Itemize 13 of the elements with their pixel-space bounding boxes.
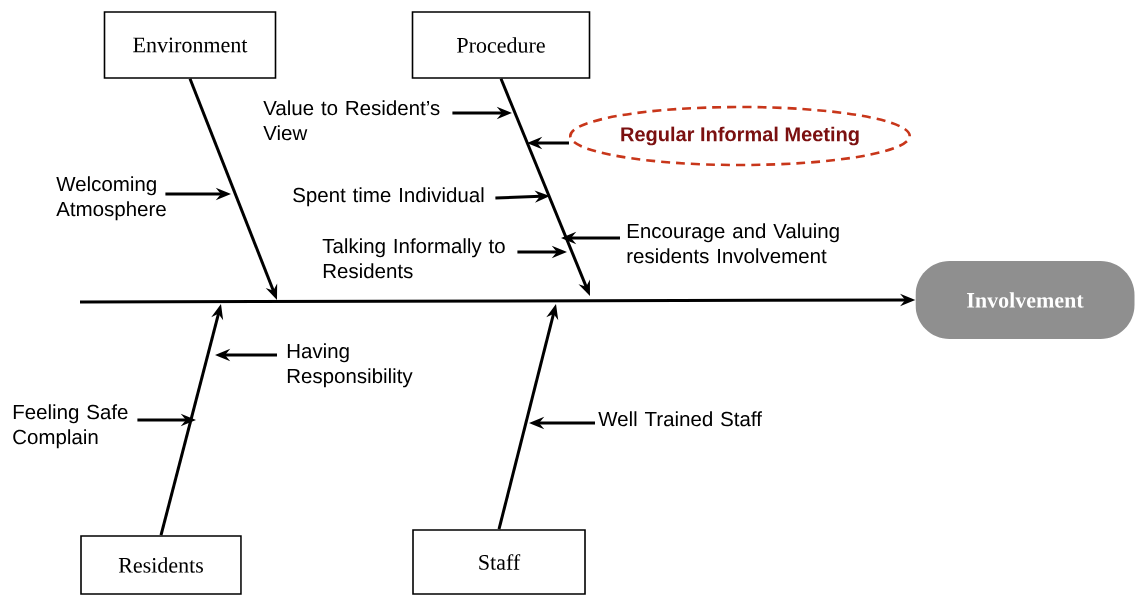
cause-label: Spent time Individual: [293, 187, 484, 207]
cause-label: Feeling Safe Complain: [13, 404, 128, 449]
cause-label: Value to Resident’s View: [263, 100, 440, 141]
cause-label: Encourage and Valuing residents Involvement: [627, 223, 839, 264]
cause-label: Having Responsibility: [287, 343, 413, 388]
category-box: Residents: [80, 535, 242, 595]
cause-label: Talking Informally to Residents: [322, 238, 505, 279]
cause-label: Welcoming Atmosphere: [56, 176, 166, 221]
category-box: Staff: [412, 529, 586, 595]
effect-box: Involvement: [915, 261, 1135, 339]
cause-label: Well Trained Staff: [598, 411, 762, 427]
category-box: Procedure: [411, 11, 591, 79]
category-box: Environment: [103, 11, 277, 79]
